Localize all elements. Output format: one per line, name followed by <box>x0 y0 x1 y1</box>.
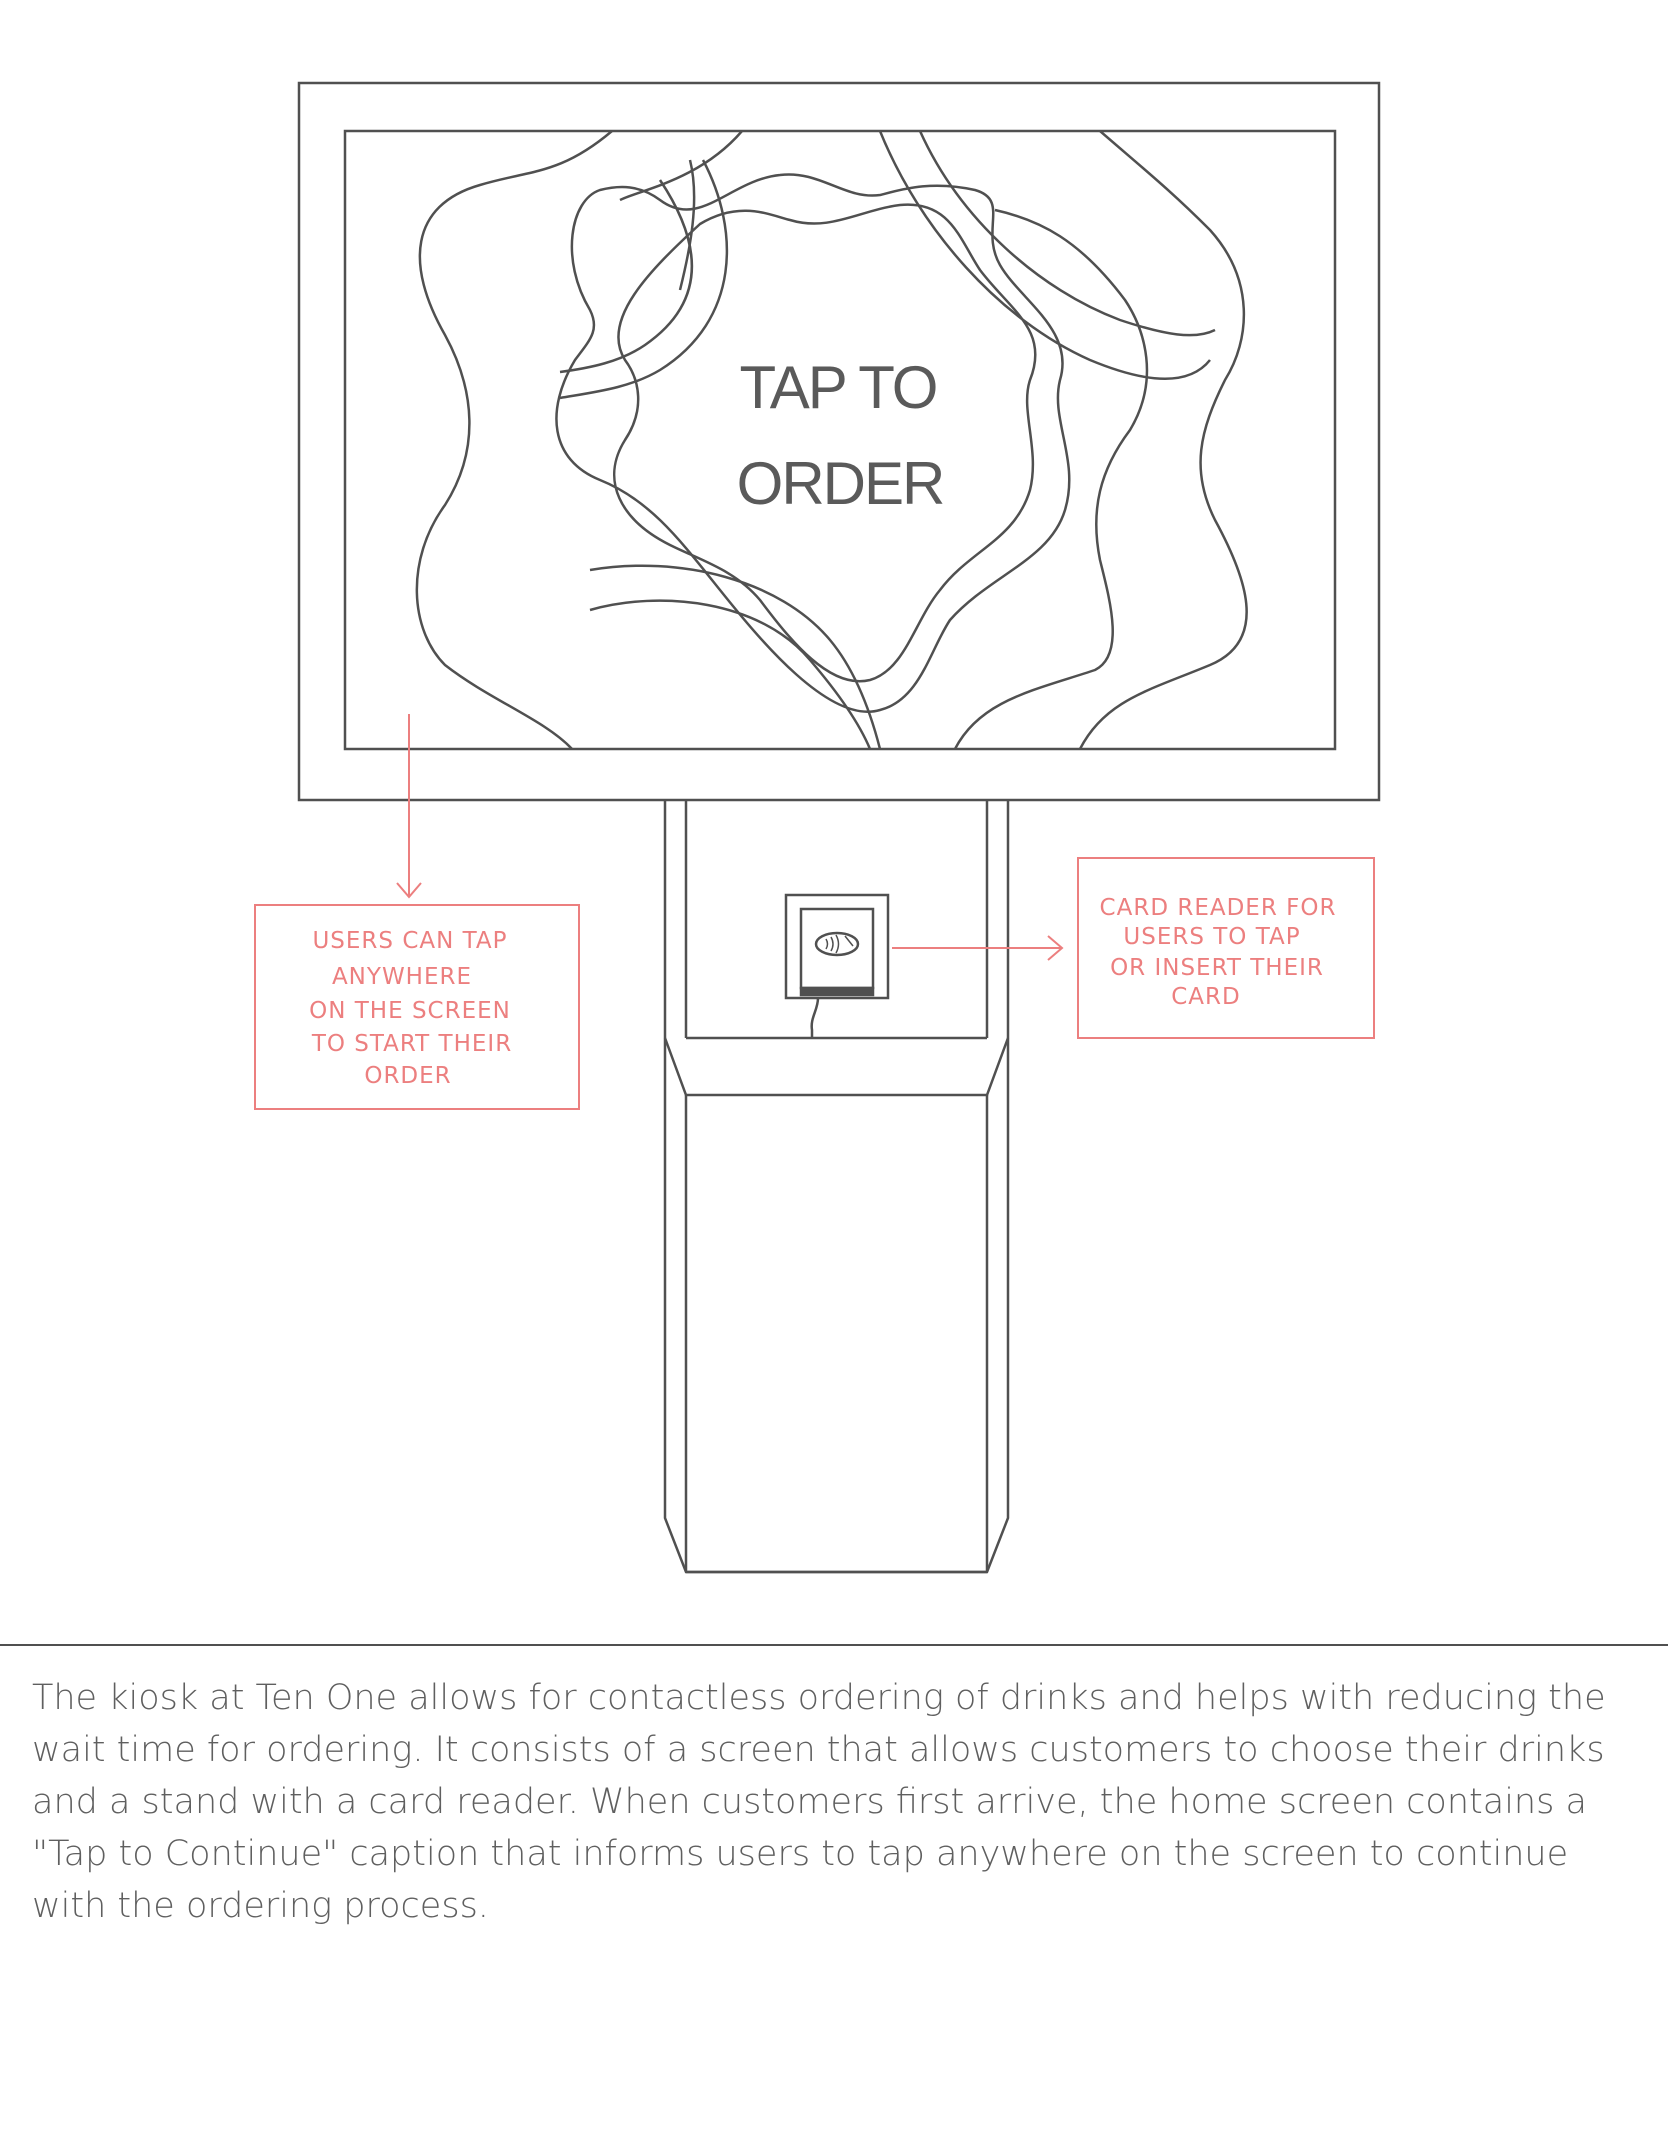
card-note-line1: CARD READER FOR <box>1100 895 1337 921</box>
screen-annotation-box <box>254 904 580 1110</box>
band-right-diagonal <box>878 131 1211 380</box>
kiosk-stand <box>663 800 1010 1574</box>
screen-annotation-arrowhead <box>396 882 422 899</box>
contactless-icon <box>814 931 860 957</box>
band-bottom <box>589 599 872 749</box>
card-reader-annotation-arrowhead <box>1047 935 1064 961</box>
screen-note-line2: ANYWHERE <box>332 964 472 990</box>
screen-annotation <box>254 714 580 1110</box>
tap-to-order-line2: ORDER <box>737 450 944 517</box>
screen-note-line4: TO START THEIR <box>311 1031 512 1057</box>
card-note-line2: USERS TO TAP <box>1123 924 1300 950</box>
tap-to-order-line1: TAP TO <box>740 354 937 421</box>
inner-wave-ring <box>613 203 1037 683</box>
screen-note-line1: USERS CAN TAP <box>312 928 507 954</box>
band-left-upper <box>559 179 694 374</box>
screen-note-line3: ON THE SCREEN <box>309 998 511 1024</box>
screen-display <box>343 129 1337 751</box>
card-reader-face <box>799 907 875 990</box>
card-reader-annotation <box>892 857 1375 1039</box>
description-caption: The kiosk at Ten One allows for contactl… <box>32 1678 1606 1926</box>
card-reader-annotation-box <box>1077 857 1375 1039</box>
contactless-waves <box>825 934 854 954</box>
card-reader <box>784 893 890 1038</box>
card-note-line4: CARD <box>1171 984 1241 1010</box>
card-slot <box>799 986 875 997</box>
card-reader-body <box>784 893 890 1000</box>
screen-wave-pattern <box>415 131 1248 749</box>
screen-note-line5: ORDER <box>364 1063 451 1089</box>
outer-wave-outline <box>415 131 1248 749</box>
band-top-left <box>678 159 696 291</box>
band-right-diagonal-2 <box>918 131 1216 337</box>
card-note-line3: OR INSERT THEIR <box>1110 955 1324 981</box>
kiosk-screen <box>297 81 1381 802</box>
band-left-upper-2 <box>559 159 729 400</box>
screen-bezel <box>297 81 1381 802</box>
band-bottom-2 <box>589 564 882 749</box>
card-reader-cable <box>810 997 820 1038</box>
inner-wave-outline <box>555 173 1071 713</box>
